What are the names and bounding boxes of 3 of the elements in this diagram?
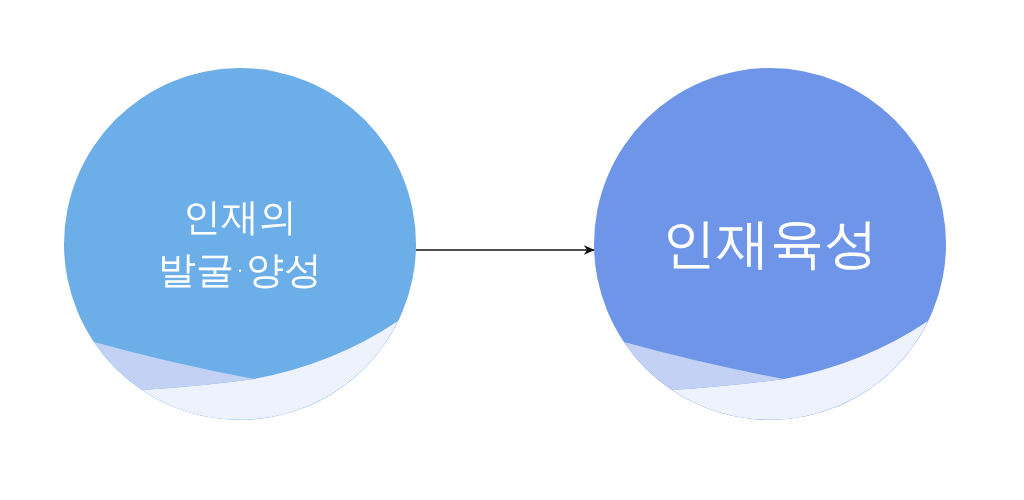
node-label: 인재육성 xyxy=(661,211,879,278)
arrow xyxy=(415,245,595,255)
node-label: 인재의 발굴·양성 xyxy=(156,193,324,294)
